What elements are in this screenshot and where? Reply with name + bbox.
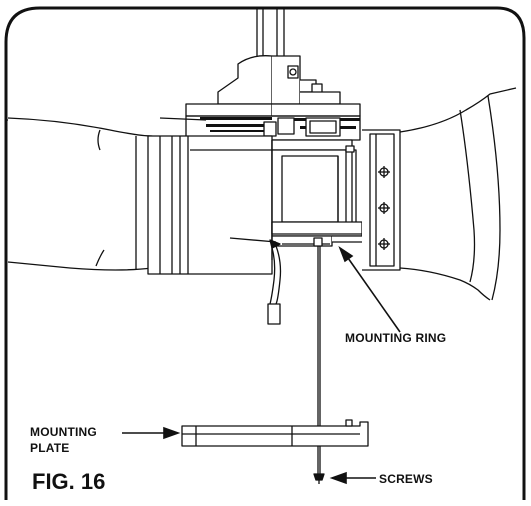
mounting-plate-label-line2: PLATE bbox=[30, 441, 70, 455]
blade-left bbox=[6, 117, 153, 271]
blade-holder-right bbox=[362, 129, 401, 271]
screws-arrowhead bbox=[329, 471, 347, 485]
bottom-screw bbox=[313, 473, 325, 484]
wire-connector bbox=[229, 237, 330, 325]
mounting-ring-label: MOUNTING RING bbox=[345, 331, 447, 345]
mounting-plate-label-line1: MOUNTING bbox=[30, 425, 97, 439]
blade-holder-left bbox=[147, 135, 273, 275]
blade-right bbox=[399, 87, 517, 301]
mounting-plate bbox=[181, 419, 369, 447]
downrod bbox=[256, 8, 285, 60]
motor-housing-top bbox=[185, 55, 361, 117]
mounting-ring-leader bbox=[347, 257, 401, 333]
figure-title: FIG. 16 bbox=[32, 469, 106, 494]
screws-label: SCREWS bbox=[379, 472, 433, 486]
mounting-plate-arrowhead bbox=[163, 426, 181, 440]
mounting-ring-arrowhead bbox=[338, 245, 354, 263]
figure-border bbox=[4, 6, 526, 500]
